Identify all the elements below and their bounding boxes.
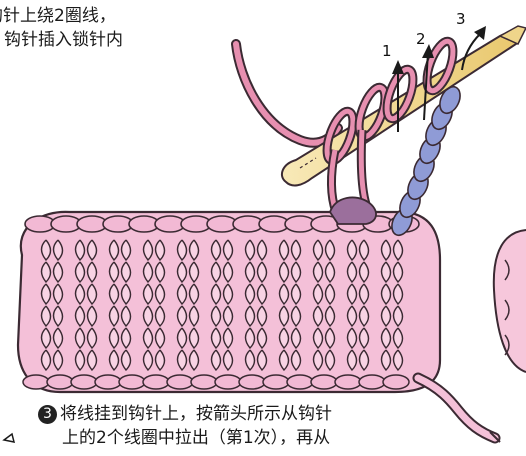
top-caption-line1: 钩针上绕2圈线， <box>0 4 123 28</box>
arrow-label-3: 3 <box>456 10 466 28</box>
bottom-loop <box>167 375 193 389</box>
fabric-body <box>18 212 440 392</box>
next-swatch-edge <box>494 230 526 372</box>
bottom-loop <box>119 375 145 389</box>
bottom-caption: 3将线挂到钩针上，按箭头所示从钩针 上的2个线圈中拉出（第1次），再从 <box>38 402 332 450</box>
bottom-loop <box>215 375 241 389</box>
bottom-loop <box>311 375 337 389</box>
bottom-loop <box>287 375 313 389</box>
bottom-loop <box>191 375 217 389</box>
bottom-caption-line1: 将线挂到钩针上，按箭头所示从钩针 <box>60 404 332 424</box>
arrow-label-1: 1 <box>382 42 392 60</box>
partial-icon <box>4 434 14 442</box>
top-caption: 钩针上绕2圈线， 钩针插入锁针内 <box>0 4 123 52</box>
bottom-loop <box>335 375 361 389</box>
bottom-loop <box>47 375 73 389</box>
top-caption-line2: 钩针插入锁针内 <box>0 28 123 52</box>
bottom-loop <box>95 375 121 389</box>
bottom-loop <box>23 375 49 389</box>
bottom-loop <box>143 375 169 389</box>
bottom-loop <box>359 375 385 389</box>
arrow-label-2: 2 <box>416 30 426 48</box>
bottom-loop <box>71 375 97 389</box>
bottom-loop <box>263 375 289 389</box>
hook-loop-inner <box>382 66 419 122</box>
step-number-badge: 3 <box>38 405 57 424</box>
bottom-loop <box>383 375 409 389</box>
yarn-tail <box>418 378 500 442</box>
bottom-loop <box>239 375 265 389</box>
working-yarn <box>236 44 338 143</box>
bottom-caption-line2: 上的2个线圈中拉出（第1次），再从 <box>38 426 332 450</box>
